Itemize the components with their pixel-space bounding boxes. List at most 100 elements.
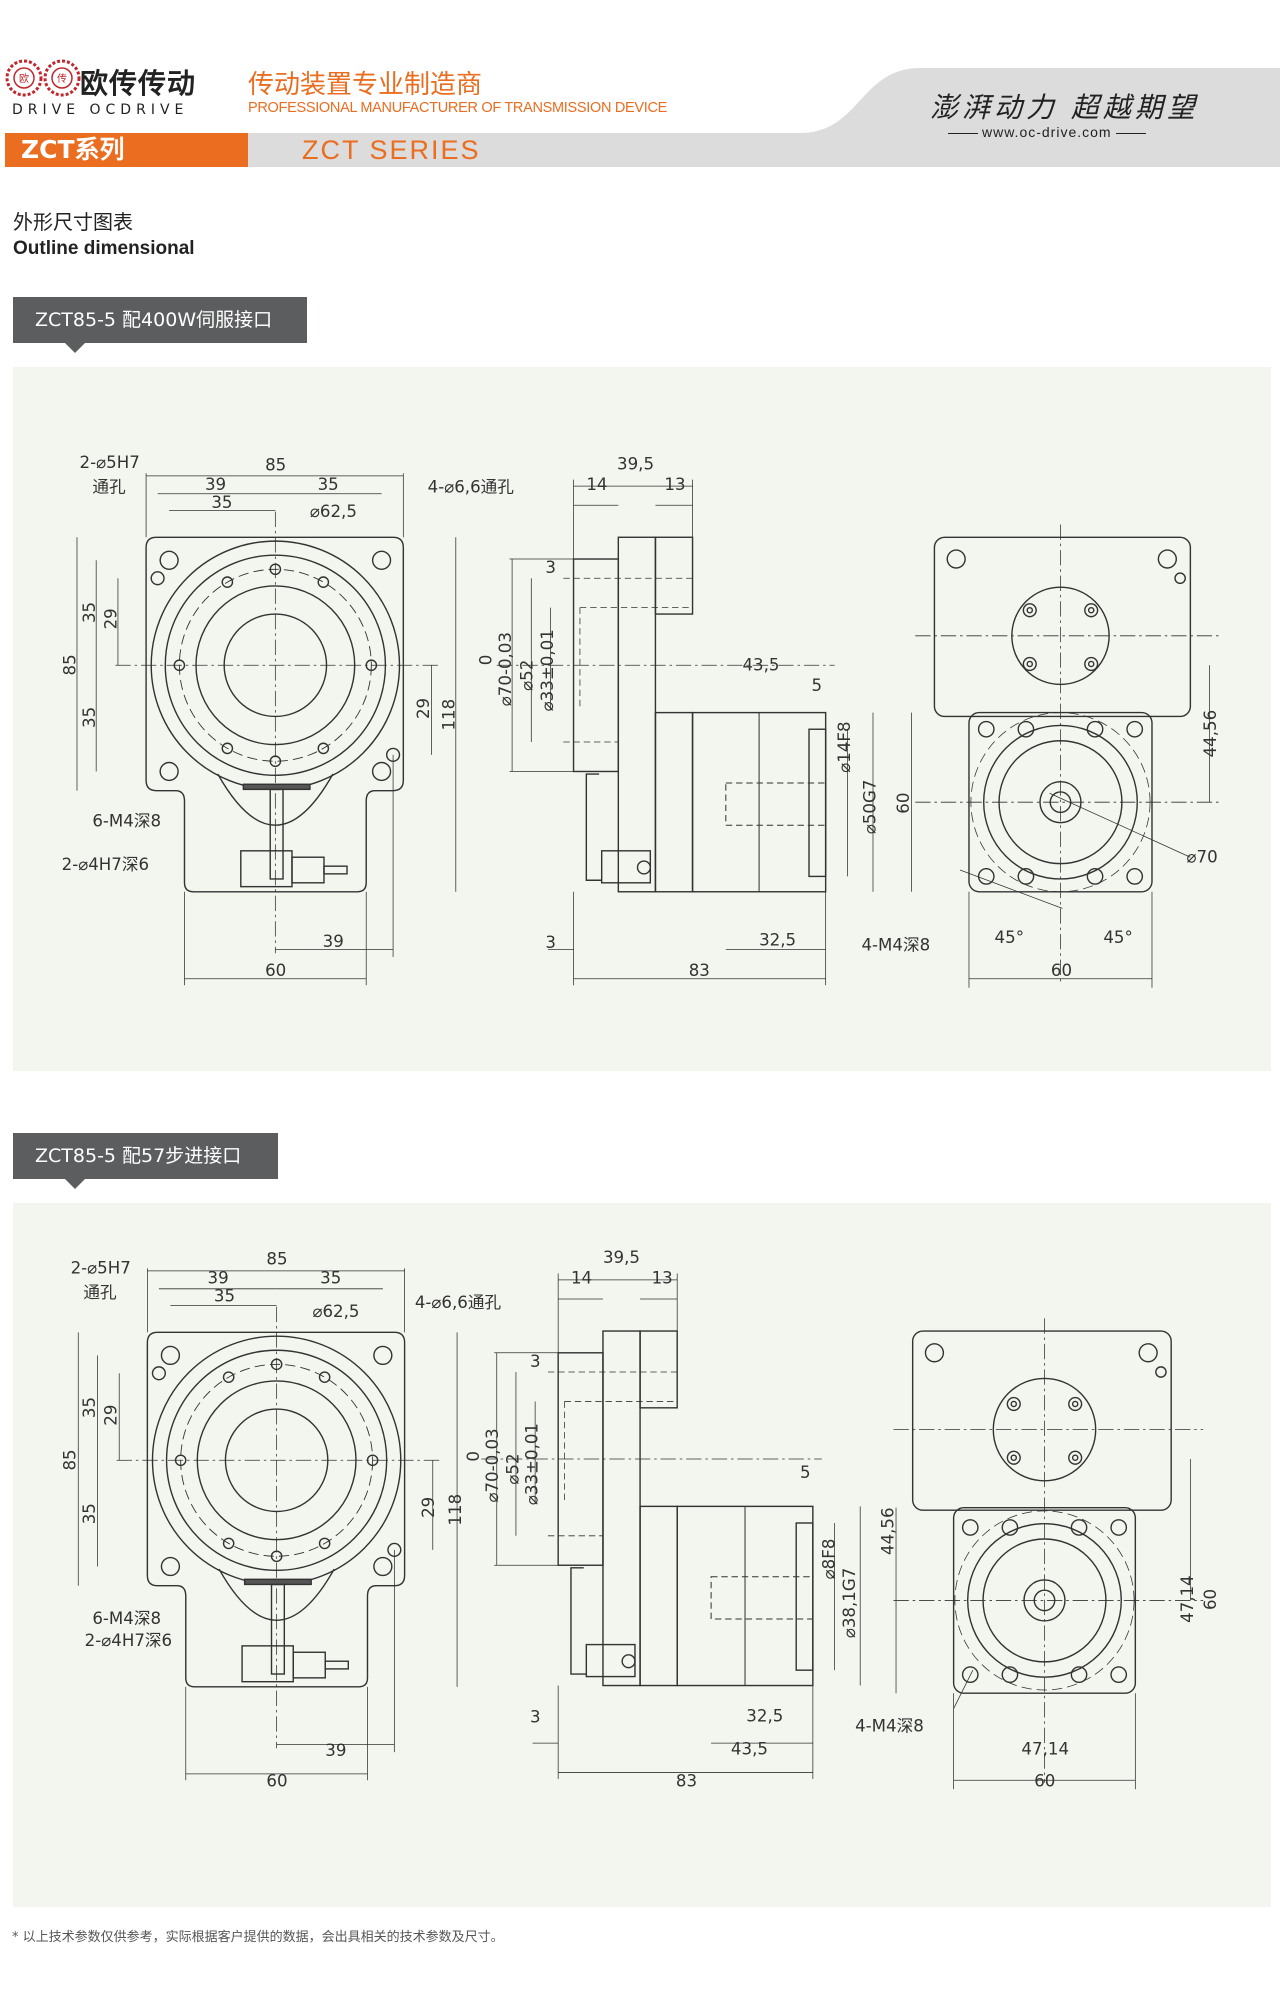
motor-flange (795, 1522, 814, 1671)
dim-label: 3 (545, 558, 556, 577)
dimension-line (953, 1670, 974, 1709)
mount-hole (946, 549, 966, 569)
dim-label: 85 (61, 1449, 80, 1470)
sensor-body (240, 850, 293, 888)
shaft-hidden (725, 782, 827, 826)
section-title-chinese: 外形尺寸图表 (13, 210, 133, 234)
gear-housing (617, 536, 657, 893)
dim-label: 44,56 (878, 1507, 897, 1555)
dim-label: 35 (80, 1503, 99, 1524)
dim-label: ⌀8F8 (820, 1539, 839, 1580)
bolt-hole-center (1026, 660, 1034, 668)
dim-label: 通孔 (83, 1283, 117, 1302)
dim-label: ⌀52 (518, 660, 537, 691)
bolt-hole-center (1010, 1400, 1018, 1408)
sensor-body (600, 850, 652, 884)
motor-adapter (654, 711, 694, 893)
section-title-english: Outline dimensional (13, 238, 195, 259)
bolt-hole (1068, 1396, 1083, 1412)
dim-label: 85 (265, 456, 286, 475)
dim-label: 44,56 (1201, 710, 1220, 758)
dim-label: ⌀14F8 (835, 721, 854, 772)
bolt-hole-center (1071, 1454, 1079, 1462)
dim-label: 47,14 (1021, 1740, 1069, 1759)
drawing-tab-servo: ZCT85-5 配400W伺服接口 (13, 297, 307, 353)
logo-english-name: DRIVE OCDRIVE (12, 102, 189, 118)
dim-label: 14 (586, 475, 607, 494)
dim-label: 0 (477, 655, 496, 666)
bolt-hole (1022, 603, 1037, 618)
tapped-hole (221, 576, 234, 588)
sensor-rod (269, 788, 284, 880)
dim-label: 60 (265, 961, 286, 980)
dim-label: 32,5 (746, 1706, 783, 1725)
dim-label: 4-⌀6,6通孔 (415, 1293, 502, 1312)
dim-label: 32,5 (759, 931, 796, 950)
dim-label: ⌀62,5 (310, 502, 357, 521)
dim-label: 39,5 (603, 1248, 640, 1267)
dim-label: 3 (530, 1352, 541, 1371)
motor-mount-hole (1086, 720, 1104, 738)
tapped-hole (222, 1537, 235, 1550)
pin-hole (1174, 572, 1186, 585)
dimension-drawing-servo: 2-⌀5H7 通孔 85 39 35 35 ⌀62,5 4-⌀6,6通孔 35 … (61, 453, 1223, 988)
dim-label: 60 (1034, 1772, 1055, 1791)
motor-mount-hole (1110, 1666, 1128, 1684)
dim-label: 通孔 (92, 477, 126, 496)
sensor-bracket (585, 773, 602, 881)
dim-label: 4-M4深8 (855, 1717, 924, 1736)
dim-label: 85 (266, 1249, 287, 1268)
sensor-body (585, 1643, 636, 1678)
slogan: 澎湃动力 超越期望 (930, 91, 1199, 124)
dim-label: 45° (1103, 928, 1132, 947)
side-view-labels: 39,5 14 13 3 0 ⌀70-0,03 ⌀52 ⌀33±0,01 43,… (477, 454, 880, 980)
motor-mount-hole (1070, 1666, 1088, 1684)
dim-label: ⌀52 (504, 1453, 523, 1484)
shaft-hidden (710, 1576, 814, 1620)
company-logo: 欧 传 (5, 59, 81, 97)
dim-label: 13 (652, 1269, 673, 1288)
sensor-screw (621, 1654, 636, 1669)
dimension-drawing-stepper: 2-⌀5H7 通孔 85 39 35 35 ⌀62,5 4-⌀6,6通孔 35 … (61, 1248, 1220, 1791)
drawing-tab-stepper: ZCT85-5 配57步进接口 (13, 1133, 278, 1189)
dim-label: 35 (211, 493, 232, 512)
website-link[interactable]: www.oc-drive.com (944, 124, 1150, 140)
drawing-lines (77, 1268, 1204, 1790)
motor-mount-hole (1126, 868, 1144, 885)
front-view-labels: 2-⌀5H7 通孔 85 39 35 35 ⌀62,5 4-⌀6,6通孔 35 … (61, 453, 515, 980)
gear-housing (602, 1330, 641, 1687)
tagline-chinese: 传动装置专业制造商 (248, 70, 483, 100)
mount-plate (911, 1330, 1172, 1511)
drawing-panel-servo: 2-⌀5H7 通孔 85 39 35 35 ⌀62,5 4-⌀6,6通孔 35 … (13, 367, 1271, 1071)
dim-label: 5 (812, 676, 823, 695)
tapped-hole (317, 576, 330, 588)
logo-chinese-name: 欧传传动 (80, 67, 197, 100)
dim-label: 60 (894, 793, 913, 814)
dim-label: 4-M4深8 (861, 936, 930, 955)
dim-label: ⌀33±0,01 (523, 1423, 542, 1505)
mount-plate (933, 536, 1192, 718)
bolt-hole (1068, 1450, 1083, 1465)
tapped-hole (221, 742, 234, 755)
pin-hole (151, 1366, 166, 1381)
motor-mount-hole (961, 1666, 979, 1684)
sensor-screw (636, 860, 652, 875)
bolt-hole (1006, 1396, 1021, 1412)
dim-label: 39 (323, 932, 344, 951)
dimension-line (1049, 792, 1191, 858)
dim-label: 14 (571, 1269, 592, 1288)
housing-step (639, 1330, 678, 1409)
dim-label: 83 (676, 1772, 697, 1791)
bolt-hole-center (1087, 660, 1095, 668)
bolt-hole (1006, 1450, 1021, 1465)
sensor-bracket (570, 1567, 587, 1675)
mount-hole (159, 761, 179, 782)
dimension-line (959, 869, 1063, 909)
dim-label: 60 (266, 1772, 287, 1791)
bolt-hole (1084, 656, 1099, 672)
mount-hole (371, 761, 392, 782)
dim-label: 2-⌀4H7深6 (62, 855, 149, 874)
bolt-hole (1022, 656, 1037, 672)
dim-label: 29 (102, 1405, 121, 1426)
dim-label: 29 (419, 1497, 438, 1518)
